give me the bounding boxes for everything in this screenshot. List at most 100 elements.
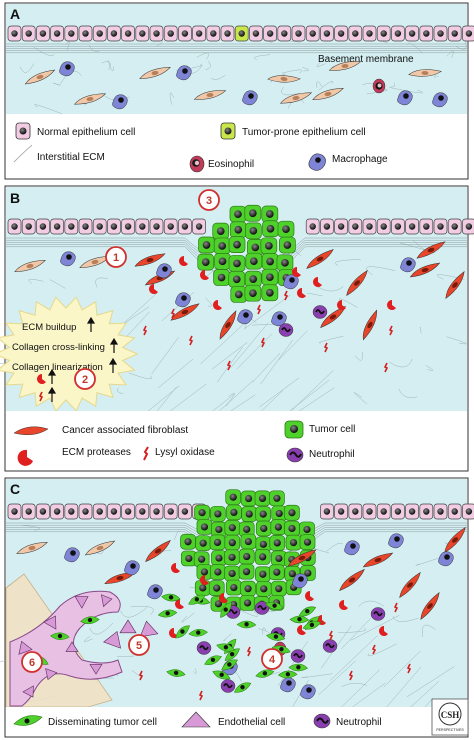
- ecm-fiber: [339, 669, 380, 709]
- epithelium-cell: [21, 503, 36, 520]
- epithelium-cell: [107, 503, 121, 520]
- fibroblast: [74, 93, 107, 105]
- disseminating-tumor-cell: [288, 663, 308, 672]
- epithelium-cell: [348, 218, 363, 235]
- ecm-fiber: [389, 358, 413, 368]
- ecm-fiber: [22, 525, 40, 531]
- ecm-fiber: [95, 277, 109, 288]
- ecm-fiber: [316, 81, 323, 88]
- burst-icons: [37, 374, 46, 402]
- macrophage: [59, 61, 75, 77]
- ecm-fiber: [83, 636, 93, 642]
- epithelium-cell: [263, 25, 277, 42]
- ecm-fiber: [130, 606, 154, 615]
- lysyl-oxidase: [170, 308, 176, 319]
- epithelium-cell: [334, 25, 348, 42]
- ecm-fiber: [366, 266, 396, 276]
- tumor-cell: [241, 506, 258, 522]
- cancer-associated-fibroblast: [320, 305, 346, 329]
- tumor-mass: [197, 204, 296, 303]
- membrane-line: [6, 242, 467, 273]
- fibroblast: [24, 69, 56, 85]
- disseminating-tumor-cell: [157, 609, 178, 618]
- epithelium-cell: [334, 218, 348, 235]
- tumor-cell: [198, 236, 215, 254]
- neutrophil: [370, 607, 386, 621]
- tumor-cell: [225, 579, 242, 596]
- svg-text:6: 6: [29, 657, 35, 669]
- neutrophil: [322, 639, 338, 653]
- disseminating-tumor-cell: [216, 643, 236, 652]
- legend-lox-icon: [143, 446, 149, 461]
- tumor-cell: [269, 490, 285, 507]
- cancer-associated-fibroblast: [287, 549, 317, 567]
- tumor-cell: [255, 566, 271, 583]
- legend-caf-icon: [13, 426, 49, 436]
- epithelium-cell: [405, 25, 419, 42]
- ecm-buildup-label: ECM buildup: [22, 322, 76, 333]
- basement-membrane-label: Basement membrane: [318, 54, 414, 65]
- tumor-cell: [254, 549, 271, 565]
- lysyl-oxidase: [260, 337, 266, 348]
- tumor-cell: [196, 519, 213, 535]
- epithelium-cell: [348, 503, 363, 520]
- ecm-fiber: [205, 60, 211, 70]
- epithelium-cell: [163, 25, 178, 42]
- epithelium-cell: [192, 218, 206, 235]
- epithelium-cell: [64, 503, 79, 520]
- epithelium-cell: [419, 218, 434, 235]
- endothelial-cell: [101, 594, 113, 608]
- legend-tumor-prone: Tumor-prone epithelium cell: [242, 127, 366, 138]
- lysyl-oxidase: [323, 342, 329, 353]
- ecm-fiber: [244, 294, 291, 330]
- step-markers: 1 2 3 4 5 6: [21, 189, 283, 673]
- epithelium-cell: [192, 25, 206, 42]
- ecm-protease: [297, 288, 306, 298]
- epithelium-cell: [220, 25, 235, 42]
- tumor-cell: [180, 533, 196, 550]
- epithelium-cell: [433, 503, 448, 520]
- epithelium-cell: [447, 25, 462, 42]
- ecm-fiber: [191, 64, 203, 69]
- disseminating-tumor-cell: [255, 669, 275, 678]
- epithelium-cell: [149, 218, 164, 235]
- ecm-fiber: [433, 75, 440, 79]
- disseminating-tumor-cell: [236, 620, 257, 629]
- tumor-cell: [254, 490, 271, 507]
- ecm-fiber: [281, 69, 303, 74]
- epithelium-cell: [376, 25, 391, 42]
- tumor-cell: [299, 534, 316, 551]
- legend-c: [6, 707, 467, 736]
- epithelium-cell: [78, 25, 93, 42]
- ecm-fiber: [117, 655, 134, 657]
- epithelium-cell: [206, 25, 221, 42]
- epithelium-cell: [92, 218, 107, 235]
- ecm-fiber: [419, 326, 422, 334]
- tumor-cell: [255, 580, 272, 597]
- epithelium-cell: [163, 218, 178, 235]
- macrophage: [438, 551, 454, 567]
- lysyl-oxidase: [393, 602, 399, 613]
- legend-disseminating-nucleus: [24, 718, 30, 724]
- epithelium-cell: [92, 503, 107, 520]
- ecm-protease: [200, 270, 209, 280]
- tumor-cell: [213, 237, 231, 255]
- ecm-fiber: [422, 624, 436, 637]
- disseminating-tumor-cell: [166, 669, 186, 677]
- marker-6: 6: [21, 651, 43, 673]
- tumor-cell: [299, 521, 315, 538]
- legend-macrophage: Macrophage: [332, 154, 388, 165]
- macrophage: [300, 684, 316, 700]
- disseminating-tumor-cell: [161, 593, 181, 602]
- panel-a-cells: [24, 61, 448, 110]
- tumor-cell: [210, 506, 226, 522]
- ecm-fiber: [398, 388, 418, 398]
- fibroblast: [312, 87, 344, 100]
- endothelial-cell: [119, 619, 137, 634]
- collagen-crosslinking-label: Collagen cross-linking: [12, 342, 105, 353]
- neutrophil: [254, 601, 270, 615]
- epithelium-cell: [447, 218, 462, 235]
- cancer-associated-fibroblast: [444, 526, 466, 554]
- endothelial-cell: [18, 640, 33, 655]
